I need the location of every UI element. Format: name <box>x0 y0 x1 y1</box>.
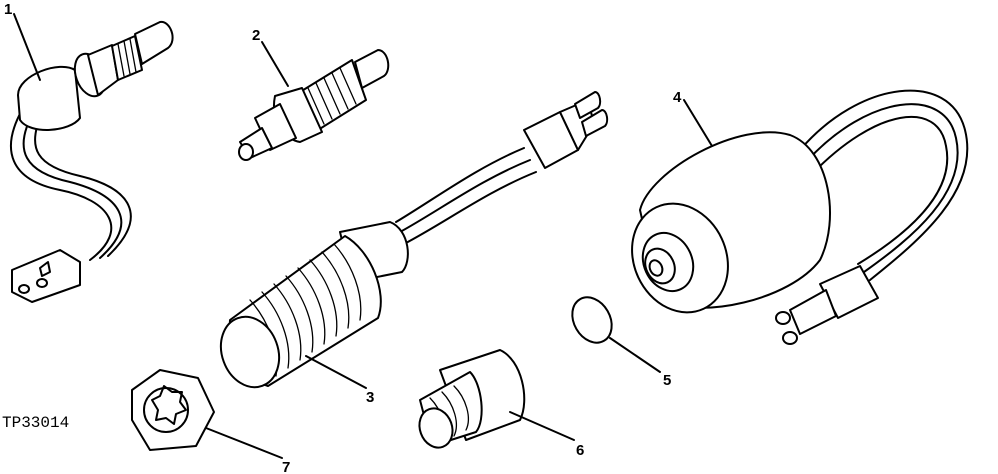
callout-7: 7 <box>282 459 290 474</box>
part-1-temperature-sender <box>9 20 174 303</box>
leader-2 <box>261 41 289 87</box>
leader-5 <box>609 337 661 373</box>
callout-3: 3 <box>366 389 374 406</box>
leader-3 <box>305 355 367 389</box>
part-7-hex-nut <box>131 369 215 451</box>
part-2-pressure-switch <box>238 49 390 161</box>
part-4-solenoid <box>631 89 969 345</box>
part-5-o-ring <box>571 296 613 344</box>
callout-4: 4 <box>673 89 682 106</box>
leader-7 <box>205 427 283 459</box>
leader-4 <box>683 99 713 147</box>
callout-6: 6 <box>576 442 584 459</box>
callout-1: 1 <box>4 1 12 18</box>
leader-6 <box>509 411 575 441</box>
part-3-speed-sensor <box>219 91 609 389</box>
leader-1 <box>13 13 41 81</box>
figure-id: TP33014 <box>2 414 70 432</box>
callout-2: 2 <box>252 27 260 44</box>
leader-lines <box>13 13 713 459</box>
callout-5: 5 <box>663 372 671 389</box>
part-6-plug <box>418 349 526 449</box>
